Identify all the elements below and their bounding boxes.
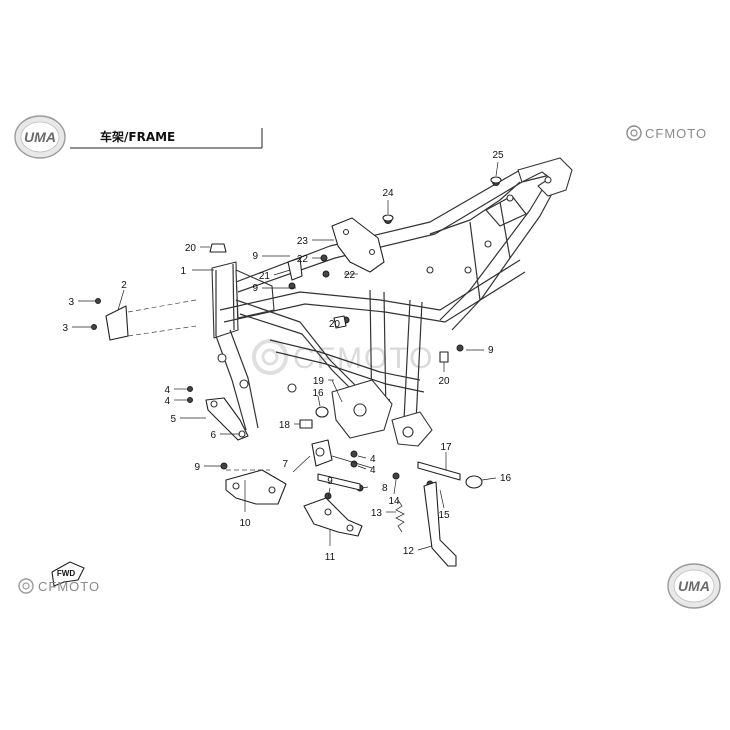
spring-13: [395, 499, 405, 533]
callout-6: 6: [210, 430, 216, 441]
leader-lines: [72, 161, 499, 551]
callout-24: 24: [382, 188, 394, 199]
bolt-18: [299, 419, 313, 429]
bushing-16: [315, 406, 483, 489]
callout-3: 3: [62, 323, 68, 334]
uma-logo-top-left: UMA: [14, 115, 66, 159]
callout-18: 18: [279, 420, 291, 431]
callout-11: 11: [325, 552, 336, 563]
callout-9: 9: [488, 345, 494, 356]
cfmoto-brand-top-right: CFMOTO: [626, 125, 707, 141]
callout-14: 14: [388, 496, 400, 507]
callout-20: 20: [438, 376, 450, 387]
bracket-11: [303, 497, 363, 537]
uma-logo-bottom-right: UMA: [667, 563, 721, 609]
callout-9: 9: [194, 462, 200, 473]
side-plate: [105, 299, 197, 341]
bracket-23: [331, 217, 385, 273]
callout-9: 9: [252, 251, 258, 262]
fwd-arrow: FWD: [51, 561, 85, 587]
pin-17: [417, 461, 461, 481]
callout-7: 7: [282, 459, 288, 470]
cfmoto-brand-text: CFMOTO: [645, 126, 707, 141]
callout-9: 9: [327, 476, 333, 487]
callout-4: 4: [370, 465, 376, 476]
callout-16: 16: [500, 473, 512, 484]
page-title: 车架/FRAME: [100, 129, 175, 144]
fwd-label: FWD: [57, 569, 75, 578]
callout-22: 22: [344, 270, 356, 281]
callout-5: 5: [170, 414, 176, 425]
callout-20: 20: [329, 319, 341, 330]
callout-4: 4: [164, 396, 170, 407]
bolt-19: [331, 379, 343, 403]
pivot-7: [311, 439, 373, 469]
callout-21: 21: [259, 271, 271, 282]
bolts: [91, 178, 500, 500]
callout-22: 22: [297, 254, 309, 265]
bracket-10: [225, 469, 287, 505]
grommet-24: [382, 214, 394, 222]
uma-logo-text-bottom: UMA: [678, 578, 710, 594]
callout-20: 20: [185, 243, 197, 254]
callout-10: 10: [239, 518, 251, 529]
damper-20: [209, 243, 449, 363]
callout-2: 2: [121, 280, 127, 291]
callout-labels: 1 2 3 3 4 4 4 4 5 6 7 8 9 9 9 9 9 10 11 …: [62, 150, 511, 563]
callout-17: 17: [440, 442, 452, 453]
cfmoto-brand-bottom-left: CFMOTO: [18, 578, 100, 594]
callout-9: 9: [252, 283, 258, 294]
callout-23: 23: [297, 236, 309, 247]
cfmoto-watermark: CFMOTO: [252, 339, 434, 375]
callout-1: 1: [180, 266, 186, 277]
callout-16: 16: [312, 388, 324, 399]
callout-8: 8: [382, 483, 388, 494]
callout-15: 15: [438, 510, 450, 521]
lever-6: [205, 397, 249, 441]
bolt-8: [317, 473, 361, 491]
callout-13: 13: [371, 508, 383, 519]
side-stand-12: [423, 481, 457, 567]
callout-19: 19: [313, 376, 325, 387]
callout-4: 4: [370, 454, 376, 465]
uma-logo-text: UMA: [24, 129, 56, 145]
callout-3: 3: [68, 297, 74, 308]
clip-21: [287, 257, 303, 281]
callout-12: 12: [403, 546, 415, 557]
watermark-text: CFMOTO: [293, 342, 434, 375]
grommet-25: [490, 176, 502, 184]
callout-4: 4: [164, 385, 170, 396]
cfmoto-brand-text-bottom: CFMOTO: [38, 579, 100, 594]
callout-25: 25: [492, 150, 504, 161]
main-frame: [211, 157, 573, 447]
